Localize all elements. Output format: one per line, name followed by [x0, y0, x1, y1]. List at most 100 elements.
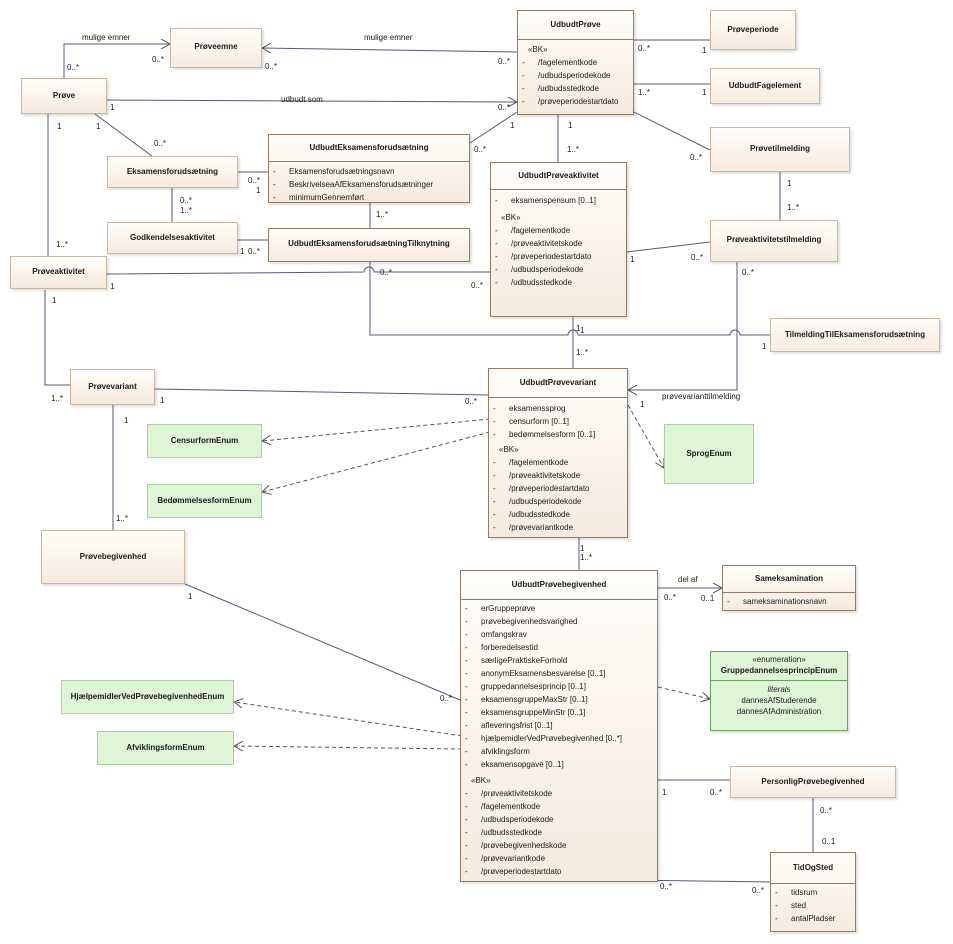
class-tilmeldingtileksamensforudsaetning[interactable]: TilmeldingTilEksamensforudsætning — [770, 318, 940, 352]
attribute: -sted — [775, 901, 807, 910]
attribute: -/prøveaktivitetskode — [493, 471, 581, 480]
class-name: UdbudtFagelement — [728, 81, 802, 90]
assoc-proeve-eksamensforudsaetning — [94, 113, 153, 157]
multiplicity: 0..* — [265, 62, 278, 71]
class-name: PersonligPrøvebegivenhed — [761, 777, 865, 786]
multiplicity: 1 — [576, 324, 581, 333]
class-proeveaktivitetstilmelding[interactable]: Prøveaktivitetstilmelding — [710, 220, 838, 262]
multiplicity: 1 — [702, 88, 707, 97]
class-proeveaktivitet[interactable]: Prøveaktivitet — [10, 256, 107, 289]
multiplicity: 1..* — [116, 514, 129, 523]
assoc-proeveaktivitetstilmelding-udbudtproevevariant — [628, 262, 738, 390]
class-personligproevebegivenhed[interactable]: PersonligPrøvebegivenhed — [730, 766, 896, 798]
attribute: -/fagelementkode — [495, 226, 571, 235]
class-godkendelsesaktivitet[interactable]: Godkendelsesaktivitet — [107, 222, 238, 254]
class-eksamensforudsaetning[interactable]: Eksamensforudsætning — [107, 156, 238, 188]
bk-stereotype: «BK» — [499, 445, 519, 454]
dep-afviklingsform — [234, 746, 463, 749]
multiplicity: 1..* — [638, 88, 651, 97]
assoc-proeve-proeveemne — [63, 44, 170, 78]
attribute: -Eksamensforudsætningsnavn — [273, 167, 395, 176]
multiplicity: 0..* — [152, 55, 165, 64]
class-attributes: -erGruppeprøve -prøvebegivenhedsvarighed… — [461, 600, 657, 878]
class-udbudtproevevariant[interactable]: UdbudtPrøvevariant -eksamenssprog -censu… — [488, 368, 628, 538]
multiplicity: 1 — [510, 121, 515, 130]
dep-censurform — [262, 418, 491, 441]
multiplicity: 1..* — [56, 240, 69, 249]
class-tidogsted[interactable]: TidOgSted -tidsrum -sted -antalPladser — [770, 852, 856, 932]
multiplicity: 0..* — [474, 145, 487, 154]
class-proevetilmelding[interactable]: Prøvetilmelding — [710, 127, 850, 172]
class-name: Prøveemne — [194, 42, 238, 51]
label-mulige-emner: mulige emner — [364, 33, 413, 42]
class-attributes: «BK» -/fagelementkode -/udbudsperiodekod… — [518, 40, 633, 108]
enum-censurform[interactable]: CensurformEnum — [147, 424, 262, 458]
enum-gruppedannelsesprincip[interactable]: «enumeration» GruppedannelsesprincipEnum… — [710, 651, 848, 731]
multiplicity: 1 — [787, 179, 792, 188]
attribute: -hjælpemidlerVedPrøvebegivenhed [0..*] — [465, 734, 622, 743]
class-udbudteksamensforudsaetning[interactable]: UdbudtEksamensforudsætning -Eksamensforu… — [268, 134, 470, 203]
class-name: TilmeldingTilEksamensforudsætning — [784, 330, 926, 339]
assoc-udbudtproeve-udbudteksamensforudsaetning — [469, 111, 518, 144]
multiplicity: 1 — [160, 396, 165, 405]
class-attributes: -sameksaminationsnavn — [723, 593, 855, 608]
class-name: UdbudtEksamensforudsætningTilknytning — [288, 239, 450, 248]
class-udbudtfagelement[interactable]: UdbudtFagelement — [710, 68, 820, 104]
assoc-tilknytning-tilmeldingtileksamensforudsaetning — [369, 262, 770, 336]
class-header: UdbudtPrøvevariant — [489, 369, 627, 398]
attribute: -antalPladser — [775, 914, 836, 923]
multiplicity: 1 — [568, 121, 573, 130]
class-header: UdbudtEksamensforudsætning — [269, 135, 469, 162]
attribute: -eksamenssprog — [493, 404, 566, 413]
class-name: Prøvebegivenhed — [79, 552, 147, 561]
class-attributes: -Eksamensforudsætningsnavn -Beskrivelsea… — [269, 162, 469, 204]
enum-bedoemmelsesform[interactable]: BedømmelsesformEnum — [147, 484, 262, 518]
attribute: -/udbudsstedkode — [495, 278, 572, 287]
attribute: -/prøvevariantkode — [493, 523, 574, 532]
attribute: -sameksaminationsnavn — [727, 597, 827, 606]
class-udbudtproevebegivenhed[interactable]: UdbudtPrøvebegivenhed -erGruppeprøve -pr… — [460, 570, 658, 882]
class-proevevariant[interactable]: Prøvevariant — [70, 369, 155, 405]
attribute: -/fagelementkode — [493, 458, 569, 467]
attribute: -omfangskrav — [465, 630, 527, 639]
attribute: -særligePraktiskeForhold — [465, 656, 568, 665]
class-proeveperiode[interactable]: Prøveperiode — [710, 10, 796, 50]
class-header: Sameksamination — [723, 566, 855, 593]
attribute: -/udbudsstedkode — [465, 828, 542, 837]
class-proevebegivenhed[interactable]: Prøvebegivenhed — [41, 530, 185, 584]
class-name: Prøveperiode — [727, 25, 779, 34]
multiplicity: 1 — [96, 122, 101, 131]
attribute: -/udbudsstedkode — [493, 510, 570, 519]
class-name: Prøveaktivitet — [32, 267, 85, 276]
multiplicity: 1 — [630, 255, 635, 264]
attribute: -/prøvebegivenhedskode — [465, 841, 567, 850]
multiplicity: 1 — [580, 544, 585, 553]
label-proevevarianttilmelding: prøvevarianttilmelding — [662, 392, 741, 401]
class-proeve[interactable]: Prøve — [21, 78, 107, 114]
multiplicity: 1 — [240, 247, 245, 256]
multiplicity: 1 — [52, 296, 57, 305]
multiplicity: 0..* — [498, 57, 511, 66]
multiplicity: 0..* — [742, 268, 755, 277]
class-udbudtproeveaktivitet[interactable]: UdbudtPrøveaktivitet -eksamenspensum [0.… — [490, 162, 627, 317]
class-attributes: -eksamenssprog -censurform [0..1] -bedøm… — [489, 398, 627, 534]
multiplicity: 1 — [124, 416, 129, 425]
class-udbudteksamensforudsaetningtilknytning[interactable]: UdbudtEksamensforudsætningTilknytning — [268, 228, 470, 262]
class-udbudtproeve[interactable]: UdbudtPrøve «BK» -/fagelementkode -/udbu… — [517, 10, 634, 115]
multiplicity: 1 — [762, 342, 767, 351]
dep-gruppedannelse — [657, 686, 710, 699]
multiplicity: 1 — [110, 282, 115, 291]
multiplicity: 0..* — [180, 196, 193, 205]
multiplicity: 1..* — [376, 210, 389, 219]
enum-hjaelpemidler[interactable]: HjælpemidlerVedPrøvebegivenhedEnum — [61, 680, 234, 714]
class-proeveemne[interactable]: Prøveemne — [170, 28, 262, 68]
class-attributes: -eksamenspensum [0..1] «BK» -/fagelement… — [491, 190, 626, 289]
attribute: -/prøveperiodestartdato — [465, 867, 562, 876]
multiplicity: 0..* — [691, 253, 704, 262]
class-sameksamination[interactable]: Sameksamination -sameksaminationsnavn — [722, 565, 856, 611]
attribute: -erGruppeprøve — [465, 604, 536, 613]
enum-name: BedømmelsesformEnum — [157, 496, 252, 505]
enum-sprog[interactable]: SprogEnum — [664, 424, 754, 484]
enum-afviklingsform[interactable]: AfviklingsformEnum — [97, 731, 234, 765]
attribute: -/udbudsperiodekode — [465, 815, 554, 824]
